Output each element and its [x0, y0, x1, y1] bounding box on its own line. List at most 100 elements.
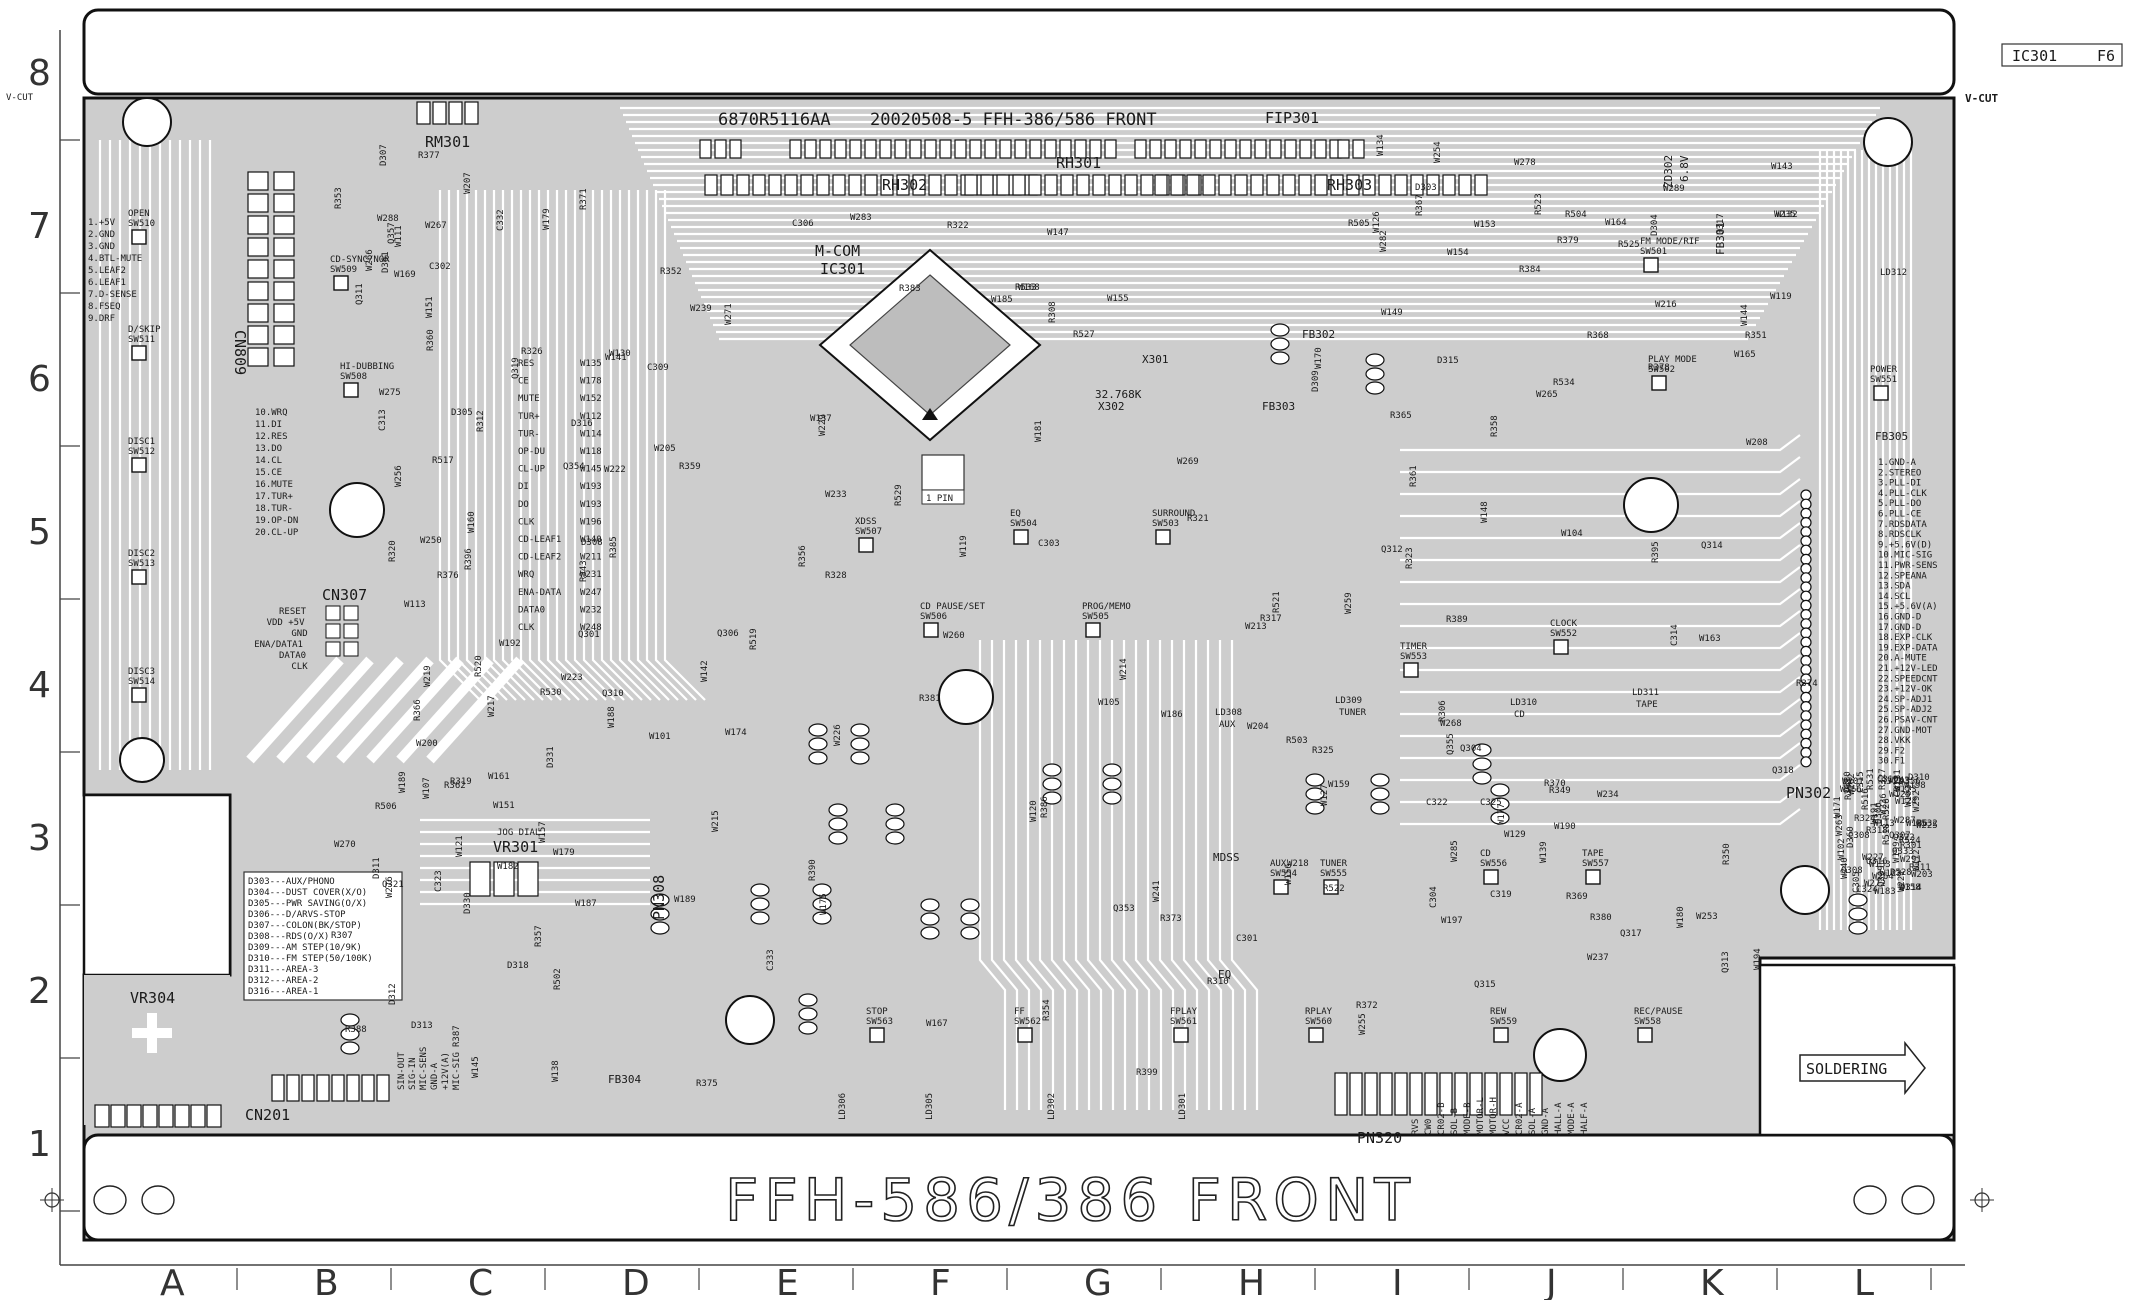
part-w: W254: [1433, 141, 1443, 163]
part-w: W179: [553, 848, 575, 858]
part-r: R366: [413, 699, 423, 721]
part-w: W283: [850, 213, 872, 223]
switch-ref: SW557: [1582, 859, 1609, 869]
part-r: R528: [1890, 868, 1912, 878]
led-ref: LD309: [1335, 696, 1362, 706]
part-r: R531: [1866, 768, 1876, 790]
switch-name: CD PAUSE/SET: [920, 602, 986, 612]
mcu-signal-w: W196: [580, 517, 602, 527]
switch-pad: [1643, 257, 1659, 273]
column-letter: J: [1544, 1263, 1557, 1300]
rh303-label: RH303: [1327, 176, 1372, 194]
part-w: W138: [551, 1060, 561, 1082]
part-w: W289: [1663, 184, 1685, 194]
mcu-signal: CL-UP: [518, 465, 546, 475]
part-r: R327: [1878, 768, 1888, 790]
mcu-signal-w: W135: [580, 359, 602, 369]
part-w: W167: [926, 1019, 948, 1029]
part-w: W285: [1450, 840, 1460, 862]
cn201-label: CN201: [245, 1106, 290, 1124]
part-w: W113: [1873, 819, 1895, 829]
part-r: R502: [553, 968, 563, 990]
zd-voltage: 6.8V: [1678, 155, 1691, 182]
pn320-label: PN320: [1357, 1129, 1402, 1147]
part-w: W236: [1879, 793, 1889, 815]
part-q: Q321: [382, 880, 404, 890]
switch-ref: SW510: [128, 219, 155, 229]
column-letter: G: [1084, 1263, 1112, 1300]
part-r: R380: [1590, 913, 1612, 923]
part-d: D307: [379, 144, 389, 166]
mcu-signal: RES: [518, 359, 534, 369]
part-w: W207: [463, 172, 473, 194]
part-c: C324: [1856, 885, 1878, 895]
part-c: C332: [496, 209, 506, 231]
mcu-signal: DO: [518, 500, 529, 510]
pn320-pin: CW0: [1424, 1119, 1434, 1135]
part-w: W192: [499, 639, 521, 649]
part-w: W194: [1753, 948, 1763, 970]
switch-pad: [1651, 375, 1667, 391]
cn307-pin: ENA/DATA1: [254, 640, 303, 650]
part-w: W132: [1776, 210, 1798, 220]
part-w: W262: [1847, 773, 1857, 795]
x301-label: X301: [1142, 353, 1169, 366]
diode-legend-entry: D306---D/ARVS-STOP: [248, 910, 346, 920]
row-number: 3: [28, 818, 51, 859]
diode-legend-entry: D309---AM STEP(10/9K): [248, 943, 362, 953]
fb301-label: FB301: [1714, 222, 1727, 255]
part-w: W171: [1833, 796, 1843, 818]
part-c: C302: [429, 262, 451, 272]
fb304-label: FB304: [608, 1073, 641, 1086]
part-w: W288: [377, 214, 399, 224]
part-q: Q313: [1721, 951, 1731, 973]
switch-ref: SW513: [128, 559, 155, 569]
switch-ref: SW501: [1640, 247, 1667, 257]
part-d: D317: [1716, 213, 1726, 235]
part-r: R534: [1553, 378, 1575, 388]
cn809-pin: 1.+5V: [88, 218, 116, 228]
part-r: R529: [894, 484, 904, 506]
pn302-pin: 24.SP-ADJ1: [1878, 695, 1932, 705]
part-w: W185: [991, 295, 1013, 305]
mcu-pin: 20.CL-UP: [255, 528, 299, 538]
switch-pad: [131, 345, 147, 361]
part-w: W183: [1874, 887, 1896, 897]
cn201-pin: GND-A: [430, 1062, 440, 1090]
column-letter: F: [930, 1263, 951, 1300]
part-d: D310: [1908, 773, 1930, 783]
part-w: W182: [497, 862, 519, 872]
part-r: R379: [1557, 236, 1579, 246]
part-w: W215: [711, 810, 721, 832]
part-w: W107: [422, 777, 432, 799]
switch-ref: SW561: [1170, 1017, 1197, 1027]
part-r: R532: [1916, 819, 1938, 829]
part-d: D318: [507, 961, 529, 971]
part-w: W175: [819, 893, 829, 915]
part-w: W214: [1119, 658, 1129, 680]
part-r: R357: [534, 925, 544, 947]
part-w: W166: [1840, 785, 1862, 795]
pn302-pin: 10.MIC-SIG: [1878, 551, 1932, 561]
part-w: W155: [1107, 294, 1129, 304]
part-w: W268: [1440, 719, 1462, 729]
part-q: Q312: [1381, 545, 1403, 555]
pn320-pin: CR02-A: [1515, 1102, 1525, 1135]
part-r: R362: [444, 781, 466, 791]
rm301-label: RM301: [425, 133, 470, 151]
part-r: R384: [1519, 265, 1541, 275]
part-r: R354: [1042, 999, 1052, 1021]
mcu-pin: 16.MUTE: [255, 480, 293, 490]
pn302-pin: 12.SPEANA: [1878, 571, 1927, 581]
part-w: W163: [1699, 634, 1721, 644]
row-number: 1: [28, 1124, 51, 1165]
switch-name: TIMER: [1400, 642, 1428, 652]
diode-legend-box: [243, 871, 403, 1001]
part-w: W199: [1892, 841, 1902, 863]
zd302-label: ZD302: [1662, 155, 1675, 188]
part-r: R301: [1900, 841, 1922, 851]
pn302-pin: 2.STEREO: [1878, 468, 1921, 478]
fb305-label: FB305: [1875, 430, 1908, 443]
mcu-signal: OP-DU: [518, 447, 545, 457]
